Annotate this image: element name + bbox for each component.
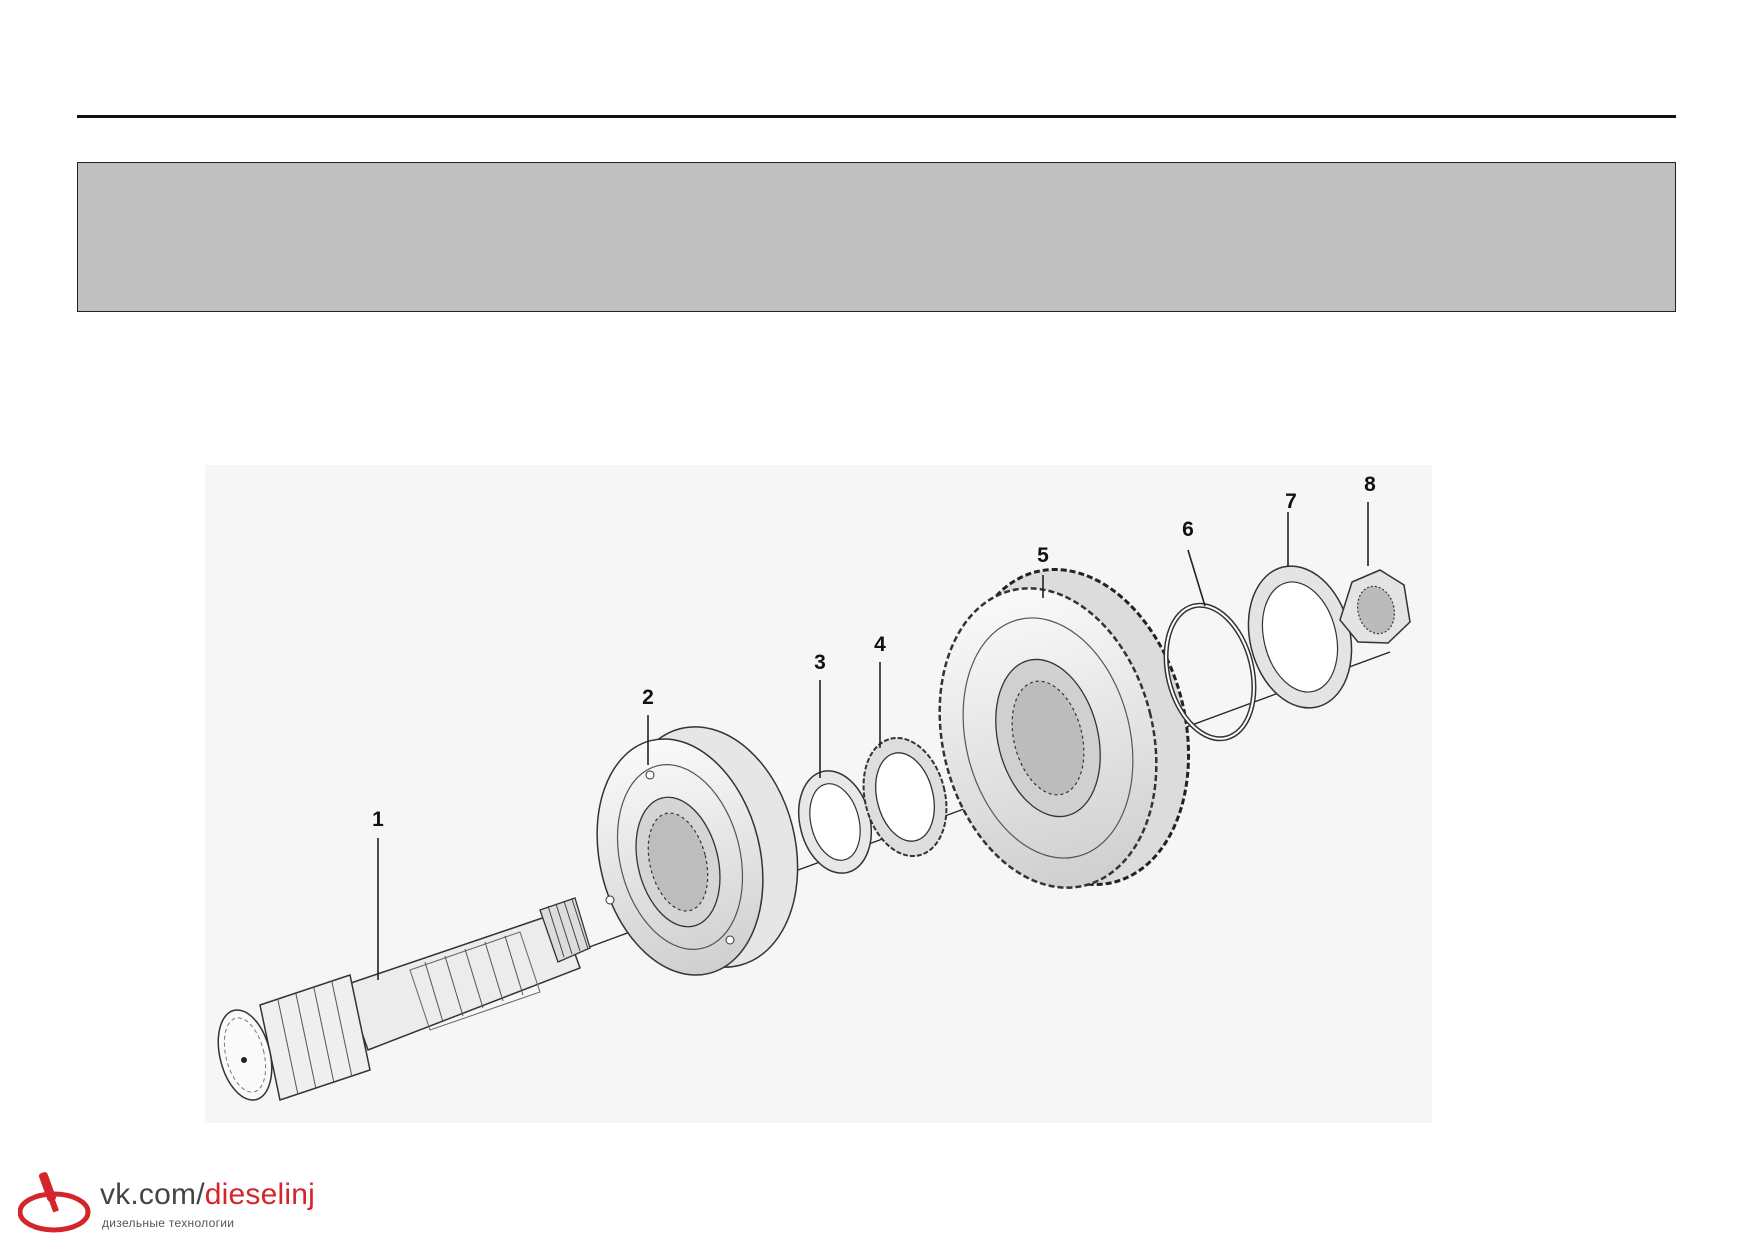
part-5-gear xyxy=(938,567,1191,889)
part-3-ring xyxy=(798,770,872,874)
part-2-synchronizer xyxy=(596,726,799,976)
part-6-snap-ring xyxy=(1163,602,1257,742)
part-4-cone-ring xyxy=(862,736,948,858)
top-rule xyxy=(77,115,1676,118)
callout-7: 7 xyxy=(1285,490,1297,513)
watermark-domain-prefix: vk.com/ xyxy=(100,1178,205,1211)
watermark-domain-accent: dieselinj xyxy=(204,1178,315,1211)
callout-1: 1 xyxy=(372,808,384,831)
part-7-washer xyxy=(1247,565,1353,709)
leader-lines xyxy=(377,502,1369,980)
watermark-logo: vk.com/dieselinj дизельные технологии xyxy=(18,1170,318,1236)
watermark-subtitle: дизельные технологии xyxy=(102,1216,235,1230)
watermark-domain: vk.com/dieselinj xyxy=(100,1178,315,1212)
callout-4: 4 xyxy=(874,633,886,656)
part-1-shaft xyxy=(217,897,591,1101)
callout-3: 3 xyxy=(814,651,826,674)
callout-2: 2 xyxy=(642,686,654,709)
callout-8: 8 xyxy=(1364,473,1376,496)
callout-5: 5 xyxy=(1037,544,1049,567)
callout-6: 6 xyxy=(1182,518,1194,541)
header-banner xyxy=(77,162,1676,312)
part-8-nut xyxy=(1339,569,1411,644)
injector-icon xyxy=(18,1172,91,1233)
